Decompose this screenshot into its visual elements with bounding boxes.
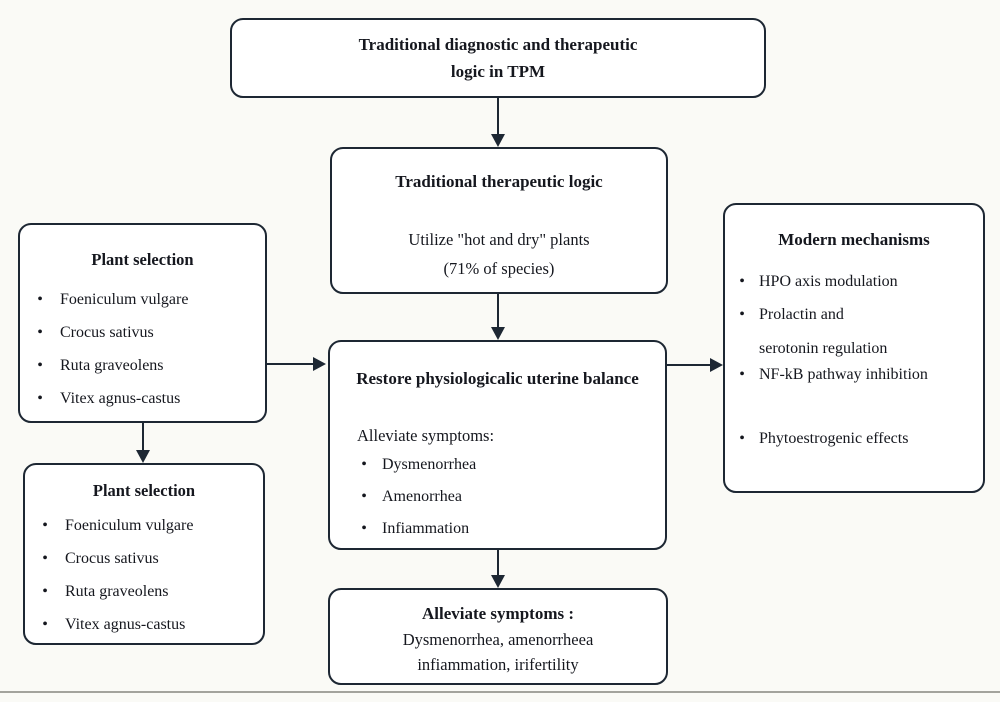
list-item-label: Ruta graveolens xyxy=(65,583,169,600)
list-item-label: Foeniculum vulgare xyxy=(65,517,194,534)
bullet-icon: • xyxy=(42,550,48,567)
list-item-label: Amenorrhea xyxy=(382,488,462,505)
bullet-icon: • xyxy=(739,306,745,323)
box-traditional-therapeutic-logic: Traditional therapeutic logic Utilize "h… xyxy=(330,147,668,294)
list-item-label: Dysmenorrhea xyxy=(382,456,477,473)
bullet-icon: • xyxy=(361,456,367,473)
list-item: • Ruta graveolens xyxy=(20,355,265,376)
box-title: Alleviate symptoms : xyxy=(421,604,575,623)
arrow-plant1-to-restore xyxy=(267,357,326,371)
box-title-line: Traditional diagnostic and therapeutic xyxy=(358,34,638,54)
bullet-icon: • xyxy=(361,520,367,537)
box-plant-selection-upper: Plant selection • Foeniculum vulgare • C… xyxy=(18,223,267,423)
bullet-icon: • xyxy=(37,390,43,407)
arrow-restore-to-alleviate xyxy=(491,550,505,588)
box-plant-selection-lower: Plant selection • Foeniculum vulgare • C… xyxy=(23,463,265,645)
box-title: Traditional therapeutic logic xyxy=(395,172,603,191)
box-title: Modern mechanisms xyxy=(778,230,930,249)
box-title-line: logic in TPM xyxy=(450,62,546,81)
box-subtitle: Alleviate symptoms: xyxy=(357,426,495,445)
bullet-icon: • xyxy=(42,583,48,600)
plant-list: • Foeniculum vulgare • Crocus sativus • … xyxy=(20,289,265,409)
box-alleviate-symptoms: Alleviate symptoms : Dysmenorrhea, ameno… xyxy=(328,588,668,685)
arrow-diagnostic-to-therapeutic xyxy=(491,98,505,147)
list-item-label: Crocus sativus xyxy=(65,550,159,567)
list-item: • HPO axis modulation xyxy=(725,271,983,293)
box-title: Plant selection xyxy=(92,481,196,500)
bullet-icon: • xyxy=(739,273,745,290)
list-item-continuation: serotonin regulation xyxy=(759,340,888,357)
bullet-icon: • xyxy=(37,291,43,308)
symptom-list: • Dysmenorrhea • Amenorrhea • Infiammati… xyxy=(330,454,665,539)
list-item-label: Phytoestrogenic effects xyxy=(759,430,909,447)
list-item-label: Ruta graveolens xyxy=(60,357,164,374)
list-item: • Crocus sativus xyxy=(20,322,265,343)
box-title: Restore physiologicalic uterine balance xyxy=(356,369,639,388)
body-line: infiammation, irifertility xyxy=(417,655,579,674)
box-traditional-diagnostic-logic: Traditional diagnostic and therapeutic l… xyxy=(230,18,766,98)
list-item-label: Prolactin and xyxy=(759,306,844,323)
list-item: • NF-kB pathway inhibition xyxy=(725,364,983,386)
list-item-label: Foeniculum vulgare xyxy=(60,291,189,308)
body-line: (71% of species) xyxy=(443,259,555,278)
bullet-icon: • xyxy=(37,324,43,341)
box-title: Plant selection xyxy=(91,250,194,269)
list-item: • Vitex agnus-castus xyxy=(25,614,263,635)
arrow-therapeutic-to-restore xyxy=(491,294,505,340)
box-restore-uterine-balance: Restore physiologicalic uterine balance … xyxy=(328,340,667,550)
list-item: • Ruta graveolens xyxy=(25,581,263,602)
box-modern-mechanisms: Modern mechanisms • HPO axis modulation … xyxy=(723,203,985,493)
list-item: • Vitex agnus-castus xyxy=(20,388,265,409)
bullet-icon: • xyxy=(37,357,43,374)
plant-list: • Foeniculum vulgare • Crocus sativus • … xyxy=(25,515,263,635)
body-line: Dysmenorrhea, amenorrheea xyxy=(402,630,594,649)
list-item: • Infiammation xyxy=(330,518,665,539)
bottom-rule xyxy=(0,691,1000,693)
bullet-icon: • xyxy=(361,488,367,505)
list-item: • Prolactin and xyxy=(725,304,983,326)
list-item-label: Vitex agnus-castus xyxy=(60,390,181,407)
list-item-label: HPO axis modulation xyxy=(759,273,898,290)
arrow-restore-to-mechanisms xyxy=(667,358,723,372)
list-item-label: Infiammation xyxy=(382,520,470,537)
list-item: • Phytoestrogenic effects xyxy=(725,428,983,450)
bullet-icon: • xyxy=(42,616,48,633)
list-item-label: NF-kB pathway inhibition xyxy=(759,366,928,383)
list-item: • Foeniculum vulgare xyxy=(25,515,263,536)
list-item-label: Crocus sativus xyxy=(60,324,154,341)
list-item: • Foeniculum vulgare xyxy=(20,289,265,310)
list-item: • Amenorrhea xyxy=(330,486,665,507)
bullet-icon: • xyxy=(739,430,745,447)
body-line: Utilize "hot and dry" plants xyxy=(408,230,590,249)
bullet-icon: • xyxy=(739,366,745,383)
arrow-plant1-to-plant2 xyxy=(136,423,150,463)
list-item: • Dysmenorrhea xyxy=(330,454,665,475)
bullet-icon: • xyxy=(42,517,48,534)
list-item-label: Vitex agnus-castus xyxy=(65,616,186,633)
list-item: • Crocus sativus xyxy=(25,548,263,569)
